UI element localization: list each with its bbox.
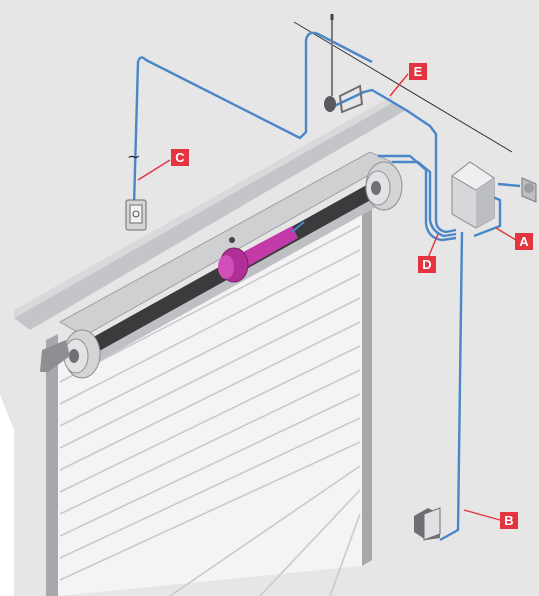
leader-E (389, 73, 409, 97)
wire-motor (392, 160, 457, 238)
svg-text:A: A (519, 234, 529, 249)
background-cutout (0, 395, 14, 596)
antenna-icon (324, 14, 364, 114)
svg-text:C: C (175, 150, 185, 165)
tubular-motor-icon (218, 221, 305, 283)
callout-leaders (137, 73, 517, 521)
ceiling-line (293, 21, 513, 153)
callout-D: D (418, 256, 436, 273)
callout-A: A (515, 233, 533, 250)
leader-D (427, 233, 439, 259)
svg-text:D: D (422, 257, 431, 272)
door-curtain (58, 202, 362, 596)
wire-plug-2 (497, 182, 521, 188)
callout-E: E (409, 63, 427, 80)
wire-photocell (439, 231, 464, 542)
roller-box-front (76, 196, 378, 374)
end-plate-left (40, 329, 101, 379)
wire-plug (473, 194, 502, 238)
wall-switch-icon (125, 199, 147, 231)
mains-symbol: ~ (127, 147, 140, 166)
leader-A (495, 227, 517, 241)
wire-switch (132, 31, 373, 206)
leader-B (463, 509, 501, 521)
door-rail-right (362, 186, 372, 566)
wall-lintel (14, 103, 406, 330)
wiring (132, 31, 521, 542)
control-unit-icon (451, 161, 495, 229)
door-rail-left (46, 334, 58, 596)
callout-C: C (171, 149, 189, 166)
leader-C (137, 159, 171, 181)
wire-motor-2 (378, 154, 457, 242)
svg-text:E: E (414, 64, 423, 79)
power-plug-icon (521, 177, 537, 203)
callout-B: B (500, 512, 518, 529)
photocell-icon (414, 507, 441, 541)
wire-antenna (329, 88, 457, 234)
wall-lintel-top (14, 96, 392, 318)
door-slats (59, 225, 361, 596)
end-plate-right (365, 161, 403, 211)
svg-text:B: B (504, 513, 513, 528)
